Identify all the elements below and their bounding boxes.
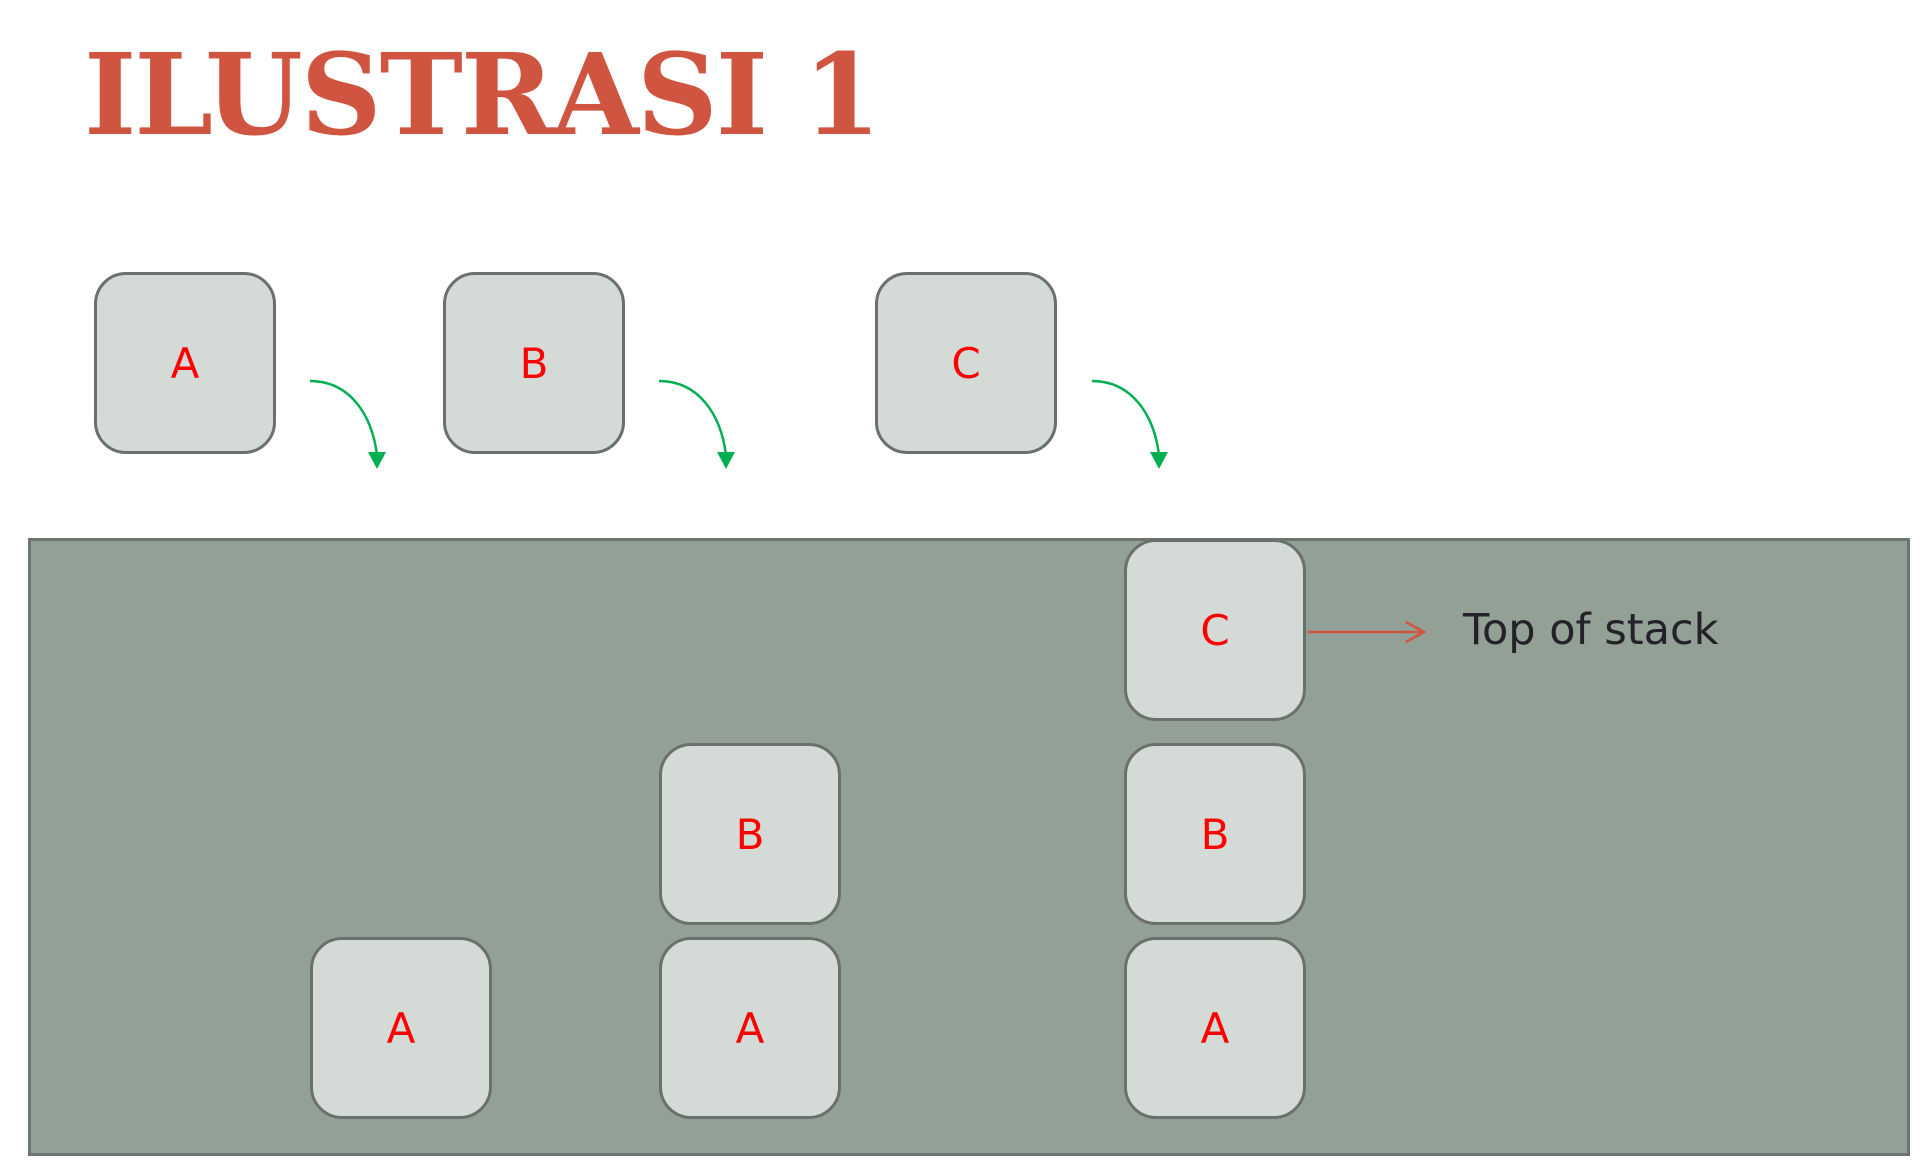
- box-label: A: [170, 338, 200, 388]
- push-arrowhead-b: [717, 452, 735, 469]
- top-of-stack-label: Top of stack: [1463, 605, 1719, 655]
- push-arrow-c: [1091, 379, 1161, 456]
- push-arrowhead-a: [368, 452, 386, 469]
- incoming-box-c: C: [875, 272, 1057, 454]
- stack3-item-b: B: [1124, 743, 1306, 925]
- top-pointer-arrowhead: [1405, 620, 1427, 644]
- box-label: A: [386, 1003, 416, 1053]
- incoming-box-b: B: [443, 272, 625, 454]
- box-label: C: [1200, 605, 1230, 655]
- stack3-item-c: C: [1124, 539, 1306, 721]
- box-label: A: [1200, 1003, 1230, 1053]
- push-arrowhead-c: [1150, 452, 1168, 469]
- box-label: B: [1200, 809, 1230, 859]
- box-label: B: [735, 809, 765, 859]
- push-arrow-b: [658, 379, 728, 456]
- box-label: C: [951, 338, 981, 388]
- box-label: B: [519, 338, 549, 388]
- box-label: A: [735, 1003, 765, 1053]
- stack3-item-a: A: [1124, 937, 1306, 1119]
- stack1-item-a: A: [310, 937, 492, 1119]
- slide-title: ILUSTRASI 1: [84, 30, 881, 161]
- stack2-item-a: A: [659, 937, 841, 1119]
- push-arrow-a: [309, 379, 379, 456]
- incoming-box-a: A: [94, 272, 276, 454]
- stack2-item-b: B: [659, 743, 841, 925]
